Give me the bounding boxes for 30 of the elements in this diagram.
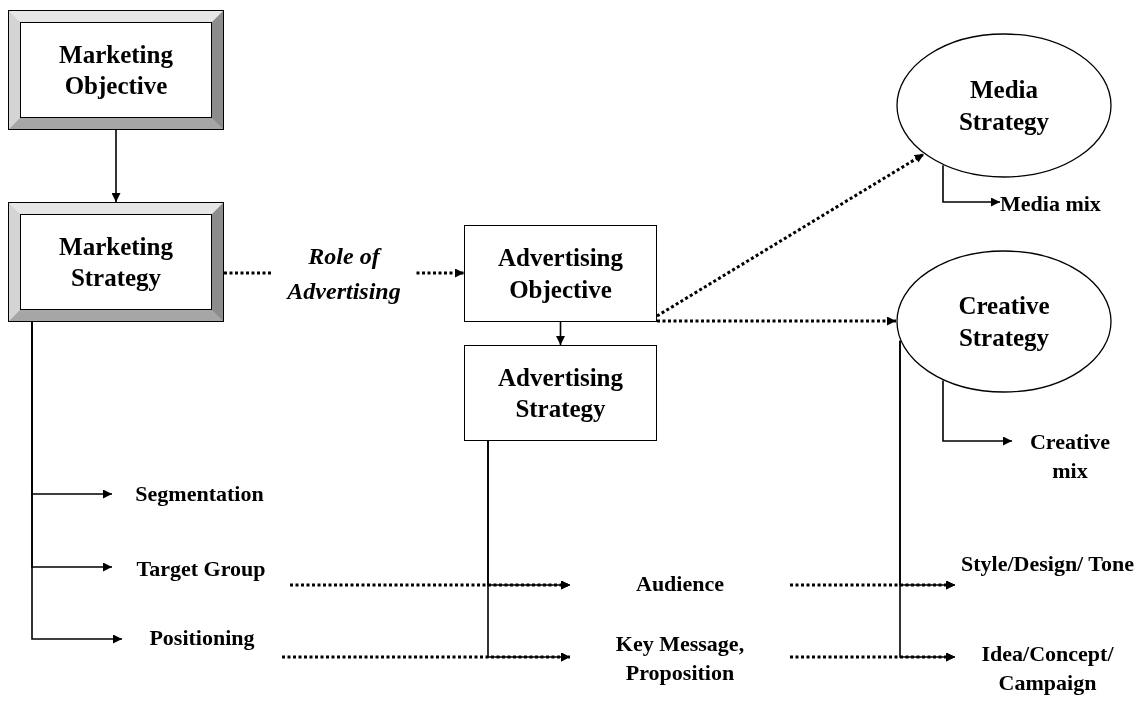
bevel-box	[8, 10, 224, 130]
arrow	[556, 321, 565, 346]
branch-label: Positioning	[122, 624, 282, 660]
arrow	[111, 129, 121, 203]
arrow	[942, 379, 1013, 446]
arrow	[942, 164, 1001, 207]
process-box	[464, 345, 657, 441]
branch-label: Key Message, Proposition	[570, 630, 790, 692]
dotted-arrow	[657, 316, 896, 326]
process-box	[464, 225, 657, 322]
arrow	[899, 339, 956, 662]
strategy-ellipse	[896, 33, 1112, 178]
node-text: Marketing Objective	[58, 39, 174, 101]
strategy-ellipse	[896, 250, 1112, 393]
arrow	[487, 440, 571, 662]
dotted-arrow	[656, 152, 925, 318]
branch-label: Target Group	[112, 555, 290, 587]
branch-label: Creative mix	[1012, 428, 1128, 490]
branch-label: Idea/Concept/ Campaign	[955, 640, 1140, 702]
arrow	[31, 321, 123, 644]
node-text: Advertising Objective	[497, 243, 624, 305]
branch-label: Media mix	[1000, 190, 1138, 220]
node-text: Media Strategy	[957, 75, 1051, 137]
node-text: Creative Strategy	[957, 291, 1051, 353]
node-text: Marketing Strategy	[58, 231, 174, 293]
branch-label: Audience	[570, 570, 790, 602]
bevel-box	[8, 202, 224, 322]
branch-label: Style/Design/ Tone	[955, 550, 1140, 612]
branch-label: Segmentation	[112, 480, 287, 510]
node-text: Advertising Strategy	[497, 362, 624, 424]
